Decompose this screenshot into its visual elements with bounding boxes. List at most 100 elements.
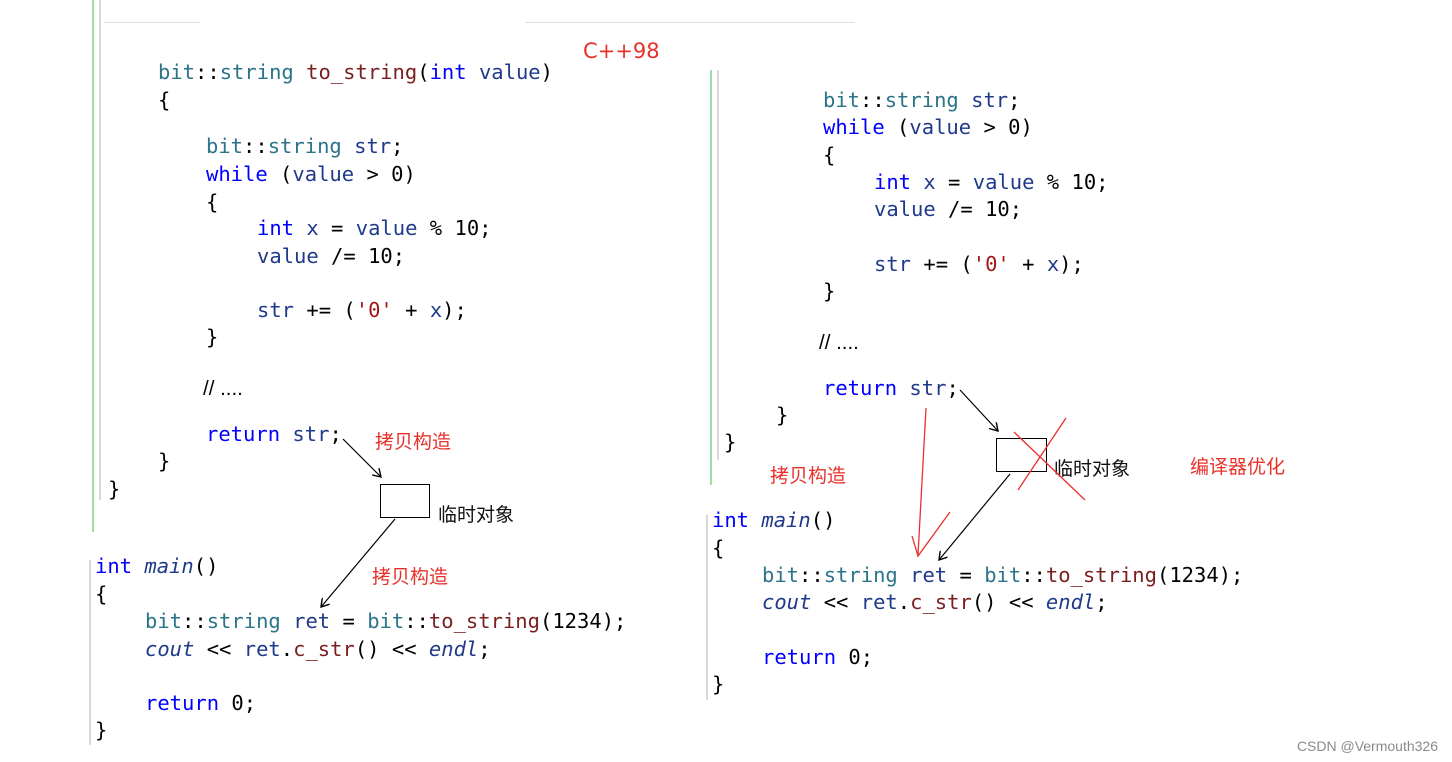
- code-token: );: [1059, 252, 1084, 276]
- code-token: ;: [391, 134, 404, 158]
- code-token: }: [95, 718, 108, 742]
- code-token: {: [823, 143, 836, 167]
- code-token: bit: [823, 88, 861, 112]
- code-token: }: [108, 477, 121, 501]
- code-token: value: [257, 244, 319, 268]
- code-token: =: [318, 216, 356, 240]
- code-token: ::: [1021, 563, 1046, 587]
- code-token: x: [1046, 252, 1060, 276]
- code-token: +: [1009, 252, 1047, 276]
- code-token: return: [762, 645, 837, 669]
- right-arrow-temp-to-ret: [939, 473, 1011, 560]
- code-line: {: [712, 535, 724, 562]
- code-token: /= 10;: [318, 244, 406, 268]
- code-token: }: [206, 325, 219, 349]
- code-token: {: [158, 88, 171, 112]
- code-line: int x = value % 10;: [874, 169, 1109, 196]
- code-line: {: [823, 142, 835, 169]
- left-main-gutter: [89, 560, 91, 745]
- code-token: ret: [860, 590, 898, 614]
- code-token: value: [355, 216, 418, 240]
- code-token: % 10;: [1034, 170, 1109, 194]
- code-token: 0;: [836, 645, 874, 669]
- code-token: string: [219, 60, 294, 84]
- code-token: string: [267, 134, 342, 158]
- code-line: }: [712, 671, 724, 698]
- code-token: () <<: [971, 590, 1046, 614]
- code-line: return str;: [206, 421, 342, 448]
- right-arrow-str-to-temp: [959, 389, 998, 431]
- code-token: x: [429, 298, 443, 322]
- code-token: endl: [428, 637, 479, 661]
- code-token: =: [935, 170, 973, 194]
- code-token: // ....: [819, 331, 859, 354]
- code-line: {: [95, 581, 107, 608]
- code-token: '0': [972, 252, 1010, 276]
- code-token: cout: [762, 590, 812, 614]
- code-token: str: [874, 252, 912, 276]
- code-token: c_str: [293, 637, 355, 661]
- code-token: str: [971, 88, 1009, 112]
- code-token: ;: [946, 376, 959, 400]
- code-token: }: [776, 403, 789, 427]
- code-token: value: [874, 197, 936, 221]
- code-line: {: [206, 189, 218, 216]
- code-token: ::: [860, 88, 885, 112]
- code-line: int x = value % 10;: [257, 215, 492, 242]
- code-token: value: [909, 115, 972, 139]
- code-token: );: [442, 298, 467, 322]
- code-token: to_string: [1045, 563, 1157, 587]
- code-token: bit: [984, 563, 1022, 587]
- right-temp-object-label: 临时对象: [1054, 458, 1131, 480]
- code-line: bit::string str;: [823, 87, 1021, 114]
- code-line: str += ('0' + x);: [874, 251, 1084, 278]
- code-token: while: [206, 162, 268, 186]
- code-line: // ....: [819, 329, 859, 356]
- code-line: {: [158, 87, 170, 114]
- code-token: string: [823, 563, 898, 587]
- code-token: endl: [1045, 590, 1096, 614]
- left-copy-construct-label-1: 拷贝构造: [375, 431, 452, 453]
- code-token: ::: [799, 563, 824, 587]
- top-rule-right: [525, 22, 855, 23]
- code-token: to_string: [428, 609, 540, 633]
- left-copy-construct-label-2: 拷贝构造: [372, 566, 449, 588]
- cpp98-label: C++98: [583, 39, 660, 63]
- code-token: value: [292, 162, 355, 186]
- code-token: str: [354, 134, 392, 158]
- right-main-gutter: [706, 515, 708, 700]
- code-token: (: [884, 115, 910, 139]
- code-token: }: [158, 449, 171, 473]
- code-token: += (: [294, 298, 356, 322]
- code-token: main: [761, 508, 811, 532]
- code-token: }: [712, 672, 725, 696]
- code-token: c_str: [910, 590, 972, 614]
- code-token: {: [206, 190, 219, 214]
- code-token: =: [947, 563, 985, 587]
- code-line: return str;: [823, 375, 959, 402]
- code-token: int: [874, 170, 912, 194]
- code-line: }: [95, 717, 107, 744]
- code-token: += (: [911, 252, 973, 276]
- code-line: }: [158, 448, 170, 475]
- code-token: > 0): [971, 115, 1033, 139]
- code-token: ret: [243, 637, 281, 661]
- code-line: str += ('0' + x);: [257, 297, 467, 324]
- code-token: 0;: [219, 691, 257, 715]
- code-token: (: [267, 162, 293, 186]
- code-token: bit: [206, 134, 244, 158]
- code-token: bit: [158, 60, 196, 84]
- code-token: (1234);: [1157, 563, 1244, 587]
- code-line: cout << ret.c_str() << endl;: [145, 636, 491, 663]
- code-token: string: [884, 88, 959, 112]
- code-line: while (value > 0): [206, 161, 416, 188]
- left-editor-gutter: [92, 0, 94, 532]
- code-token: =: [330, 609, 368, 633]
- code-line: int main(): [95, 553, 218, 580]
- left-arrow-temp-to-ret: [321, 518, 396, 607]
- temp-object-strike-1: [1013, 431, 1086, 501]
- code-token: {: [712, 536, 725, 560]
- code-token: bit: [762, 563, 800, 587]
- code-token: (): [193, 554, 219, 578]
